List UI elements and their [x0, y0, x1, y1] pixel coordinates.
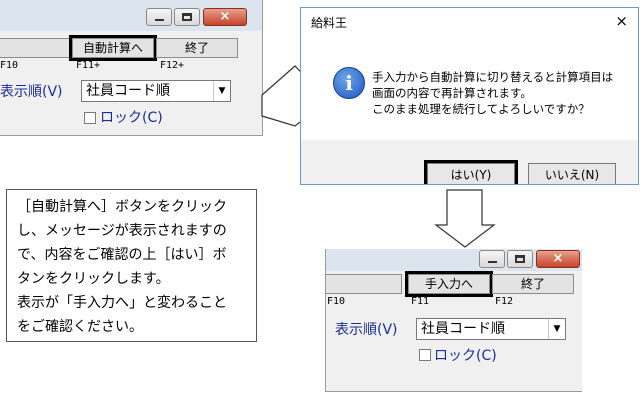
- exit-button[interactable]: 終了: [492, 274, 574, 294]
- lock-checkbox[interactable]: [419, 349, 431, 361]
- note-line-3: で、内容をご確認の上［はい］ボ: [17, 247, 227, 263]
- close-icon: ×: [219, 9, 231, 24]
- note-line-2: し、メッセージが表示されますの: [17, 223, 227, 239]
- close-button[interactable]: ×: [536, 250, 580, 268]
- no-button[interactable]: いいえ(N): [528, 163, 616, 184]
- note-line-4: タンをクリックします。: [17, 271, 170, 287]
- sort-order-select[interactable]: 社員コード順 ▼: [416, 318, 566, 340]
- before-window-crop: × 自動計算へ 終了 F10 F11+ F12+ 表示順(V) 社員コード順 ▼…: [0, 0, 263, 136]
- fkey-f12-label: F12: [495, 296, 514, 307]
- sort-order-label: 表示順(V): [0, 84, 63, 100]
- note-line-6: をご確認ください。: [17, 319, 143, 335]
- sort-order-label: 表示順(V): [335, 322, 398, 338]
- fkey-f12-label: F12+: [160, 60, 185, 71]
- fkey-f10-button[interactable]: [0, 38, 72, 58]
- sort-order-value: 社員コード順: [86, 83, 170, 99]
- maximize-icon: [515, 255, 525, 263]
- minimize-icon: [155, 19, 164, 21]
- maximize-button[interactable]: [507, 250, 533, 268]
- dialog-message-line-1: 手入力から自動計算に切り替えると計算項目は: [372, 70, 614, 84]
- confirm-dialog: 給料王 × i 手入力から自動計算に切り替えると計算項目は 画面の内容で再計算さ…: [300, 7, 639, 185]
- lock-checkbox[interactable]: [84, 112, 96, 124]
- chevron-down-icon[interactable]: ▼: [548, 319, 565, 339]
- minimize-icon: [488, 261, 497, 263]
- fkey-f10-label: F10: [327, 296, 346, 307]
- maximize-icon: [182, 13, 192, 21]
- auto-calc-button[interactable]: 自動計算へ: [69, 35, 157, 61]
- note-line-1: ［自動計算へ］ボタンをクリック: [17, 199, 227, 215]
- minimize-button[interactable]: [146, 8, 172, 26]
- sort-order-select[interactable]: 社員コード順 ▼: [81, 80, 231, 102]
- sort-order-value: 社員コード順: [421, 321, 505, 337]
- info-icon: i: [333, 67, 365, 99]
- lock-label: ロック(C): [434, 348, 497, 364]
- dialog-message-line-2: 画面の内容で再計算されます。: [372, 86, 532, 100]
- chevron-down-icon[interactable]: ▼: [213, 81, 230, 101]
- fkey-f10-label: F10: [0, 60, 19, 71]
- down-arrow-shape: [434, 189, 496, 248]
- fkey-f11-label: F11: [411, 296, 430, 307]
- dialog-title: 給料王: [311, 16, 348, 30]
- close-icon: ×: [552, 251, 564, 266]
- dialog-message-line-3: このまま処理を続行してよろしいですか？: [372, 102, 590, 116]
- manual-input-button[interactable]: 手入力へ: [405, 271, 493, 297]
- maximize-button[interactable]: [174, 8, 200, 26]
- fkey-f11-label: F11+: [76, 60, 101, 71]
- yes-button[interactable]: はい(Y): [424, 160, 518, 184]
- note-line-5: 表示が「手入力へ」と変わること: [17, 295, 227, 311]
- lock-label: ロック(C): [100, 110, 163, 126]
- minimize-button[interactable]: [479, 250, 505, 268]
- dialog-close-icon[interactable]: ×: [615, 12, 628, 30]
- after-window-crop: × 手入力へ 終了 F10 F11 F12 表示順(V) 社員コード順 ▼ ロッ…: [325, 249, 582, 392]
- exit-button[interactable]: 終了: [156, 38, 238, 58]
- close-button[interactable]: ×: [203, 8, 247, 26]
- dialog-title-bar: [301, 8, 638, 35]
- instruction-note: ［自動計算へ］ボタンをクリック し、メッセージが表示されますの で、内容をご確認…: [6, 189, 257, 342]
- fkey-f10-button[interactable]: [326, 274, 402, 294]
